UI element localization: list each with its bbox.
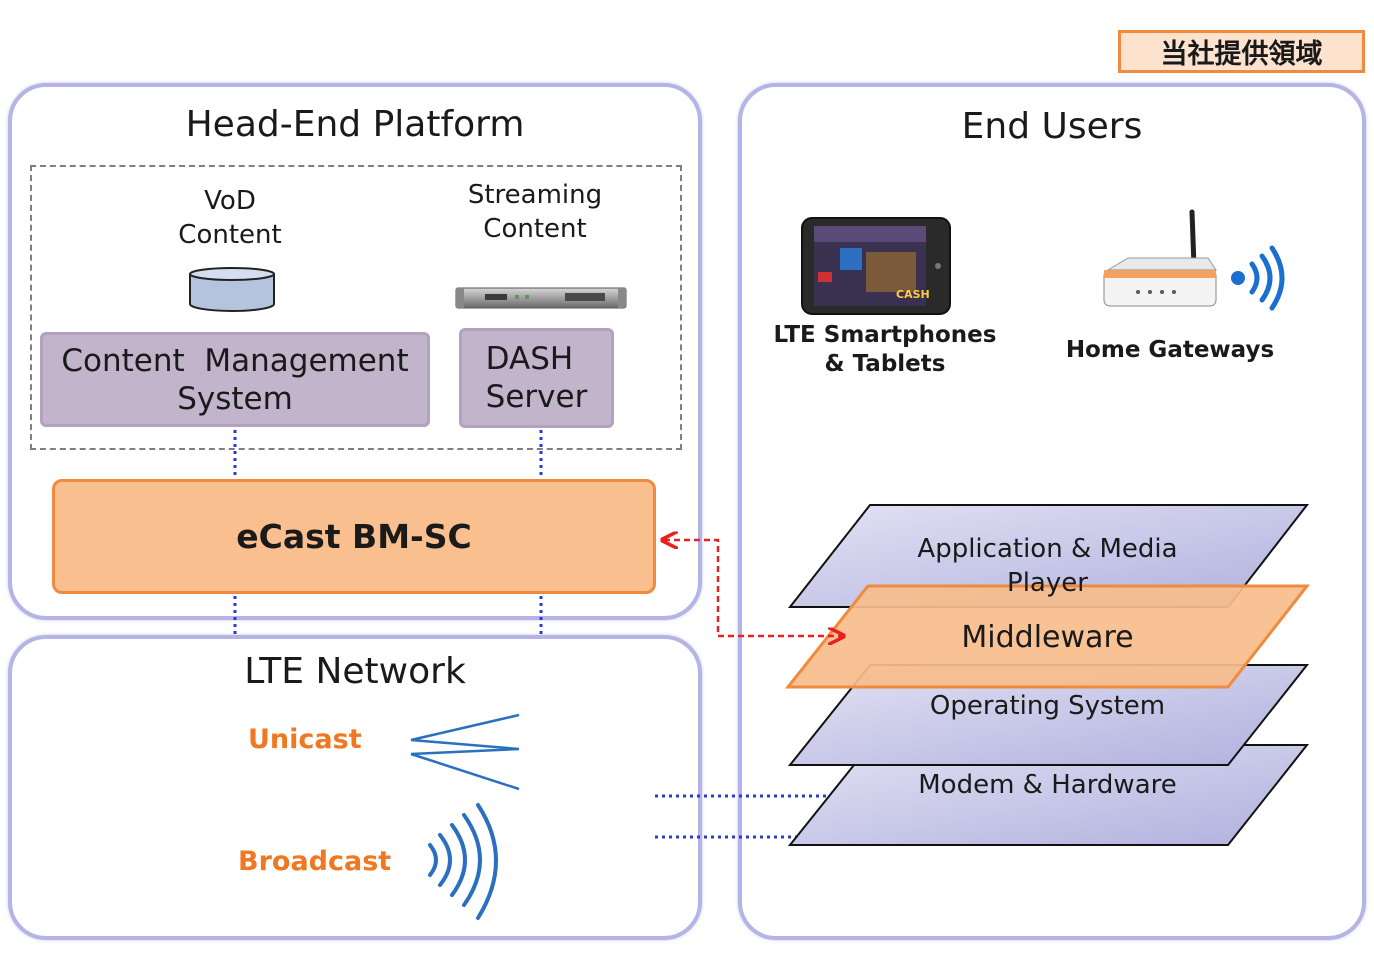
streaming-content-label: Streaming Content (450, 178, 620, 246)
lte-network-panel (8, 635, 702, 940)
broadcast-signal-icon (428, 803, 498, 920)
database-icon (189, 267, 275, 312)
rack-server-icon (455, 287, 627, 309)
application-media-player-label: Application & Media Player (880, 532, 1215, 600)
dash-line1: DASH (485, 341, 574, 377)
operating-system-label: Operating System (929, 691, 1166, 721)
cms-line1: Content Management (61, 342, 409, 379)
ecast-bmsc-box: eCast BM-SC (52, 479, 656, 594)
lte-network-title: LTE Network (244, 651, 466, 692)
vod-content-line1: VoD (204, 186, 256, 216)
bmsc-middleware-arrow (664, 540, 842, 636)
dash-line2: Server (485, 379, 588, 415)
content-management-system-box: Content Management System (40, 332, 430, 427)
cms-line2: System (177, 380, 293, 417)
broadcast-label: Broadcast (238, 846, 392, 877)
end-users-title: End Users (961, 106, 1143, 147)
head-end-platform-title: Head-End Platform (185, 104, 525, 145)
modem-hardware-label: Modem & Hardware (918, 770, 1177, 800)
provided-scope-badge: 当社提供領域 (1118, 30, 1365, 73)
lte-smartphones-line1: LTE Smartphones (773, 322, 997, 348)
middleware-layer (784, 584, 1311, 689)
dash-server-box: DASH Server (459, 328, 614, 428)
home-gateway-icon (1103, 209, 1285, 311)
unicast-icon (410, 713, 520, 791)
streaming-content-line1: Streaming (467, 180, 603, 210)
app-layer-line2: Player (1007, 568, 1088, 598)
vod-content-label: VoD Content (150, 184, 310, 252)
ecast-bmsc-label: eCast BM-SC (236, 517, 472, 556)
vod-content-line2: Content (178, 220, 282, 250)
home-gateways-label: Home Gateways (1065, 337, 1275, 363)
middleware-label: Middleware (961, 620, 1134, 655)
lte-smartphones-label: LTE Smartphones & Tablets (765, 321, 1005, 379)
lte-smartphones-line2: & Tablets (824, 351, 946, 377)
tablet-screen-text: CASH (896, 288, 930, 301)
tablet-icon: CASH (801, 217, 951, 315)
content-sources-group (30, 165, 682, 450)
streaming-content-line2: Content (483, 214, 587, 244)
provided-scope-badge-text: 当社提供領域 (1160, 39, 1323, 70)
unicast-label: Unicast (248, 724, 362, 755)
app-layer-line1: Application & Media (917, 534, 1178, 564)
